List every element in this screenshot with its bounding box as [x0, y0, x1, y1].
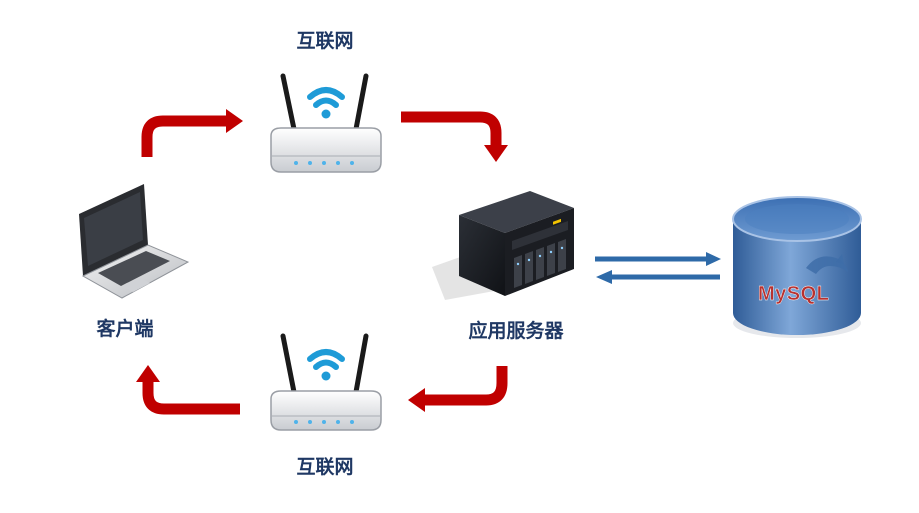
arrow-server-to-db: [595, 252, 721, 266]
laptop-icon: [79, 184, 190, 299]
router-bottom-icon: [270, 333, 382, 431]
server-icon: [432, 191, 574, 300]
database-icon: [732, 196, 862, 338]
internet-label-top: 互联网: [296, 30, 354, 52]
arrow-client-to-internet: [141, 109, 243, 157]
server-label: 应用服务器: [468, 320, 564, 342]
internet-label-bottom: 互联网: [296, 456, 354, 478]
arrow-internet-to-client: [136, 365, 240, 415]
mysql-dolphin-icon: [806, 254, 848, 274]
client-label: 客户端: [96, 318, 154, 340]
mysql-logo-text: MySQL: [758, 283, 829, 305]
arrow-db-to-server: [596, 270, 720, 284]
router-top-icon: [270, 73, 382, 173]
arrow-internet-to-server: [401, 111, 508, 162]
arrow-server-to-internet: [408, 366, 508, 412]
